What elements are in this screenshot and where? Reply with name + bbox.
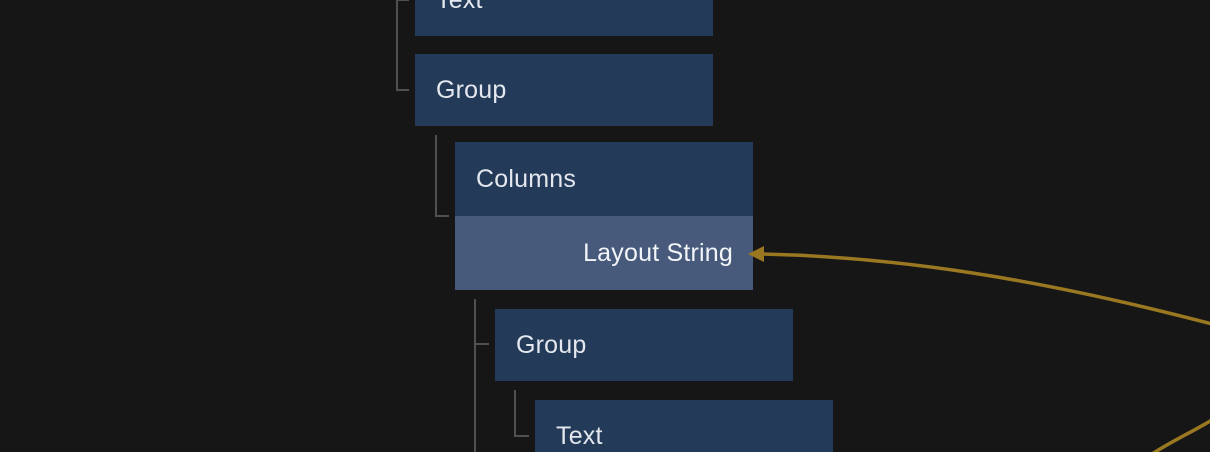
node-text-top[interactable]: Text xyxy=(415,0,713,36)
tree-connector-level-1 xyxy=(396,0,409,91)
node-label: Text xyxy=(436,0,483,15)
port-label: Layout String xyxy=(583,238,733,267)
wire-bottom-right[interactable] xyxy=(1151,419,1210,452)
tree-connector-level-4 xyxy=(514,390,529,437)
node-columns-title[interactable]: Columns xyxy=(455,142,753,216)
node-label: Columns xyxy=(476,164,577,193)
node-group-2[interactable]: Group xyxy=(495,309,793,381)
tree-connector-level-3 xyxy=(474,299,489,452)
node-label: Group xyxy=(436,75,507,104)
node-group-1[interactable]: Group xyxy=(415,54,713,126)
port-layout-string[interactable]: Layout String xyxy=(455,216,753,290)
tree-connector-level-2 xyxy=(435,135,449,217)
wire-layout-string[interactable] xyxy=(760,252,1210,326)
node-label: Group xyxy=(516,330,587,359)
node-label: Text xyxy=(556,421,603,450)
node-text-bottom[interactable]: Text xyxy=(535,400,833,452)
node-columns[interactable]: Columns Layout String xyxy=(455,142,753,290)
